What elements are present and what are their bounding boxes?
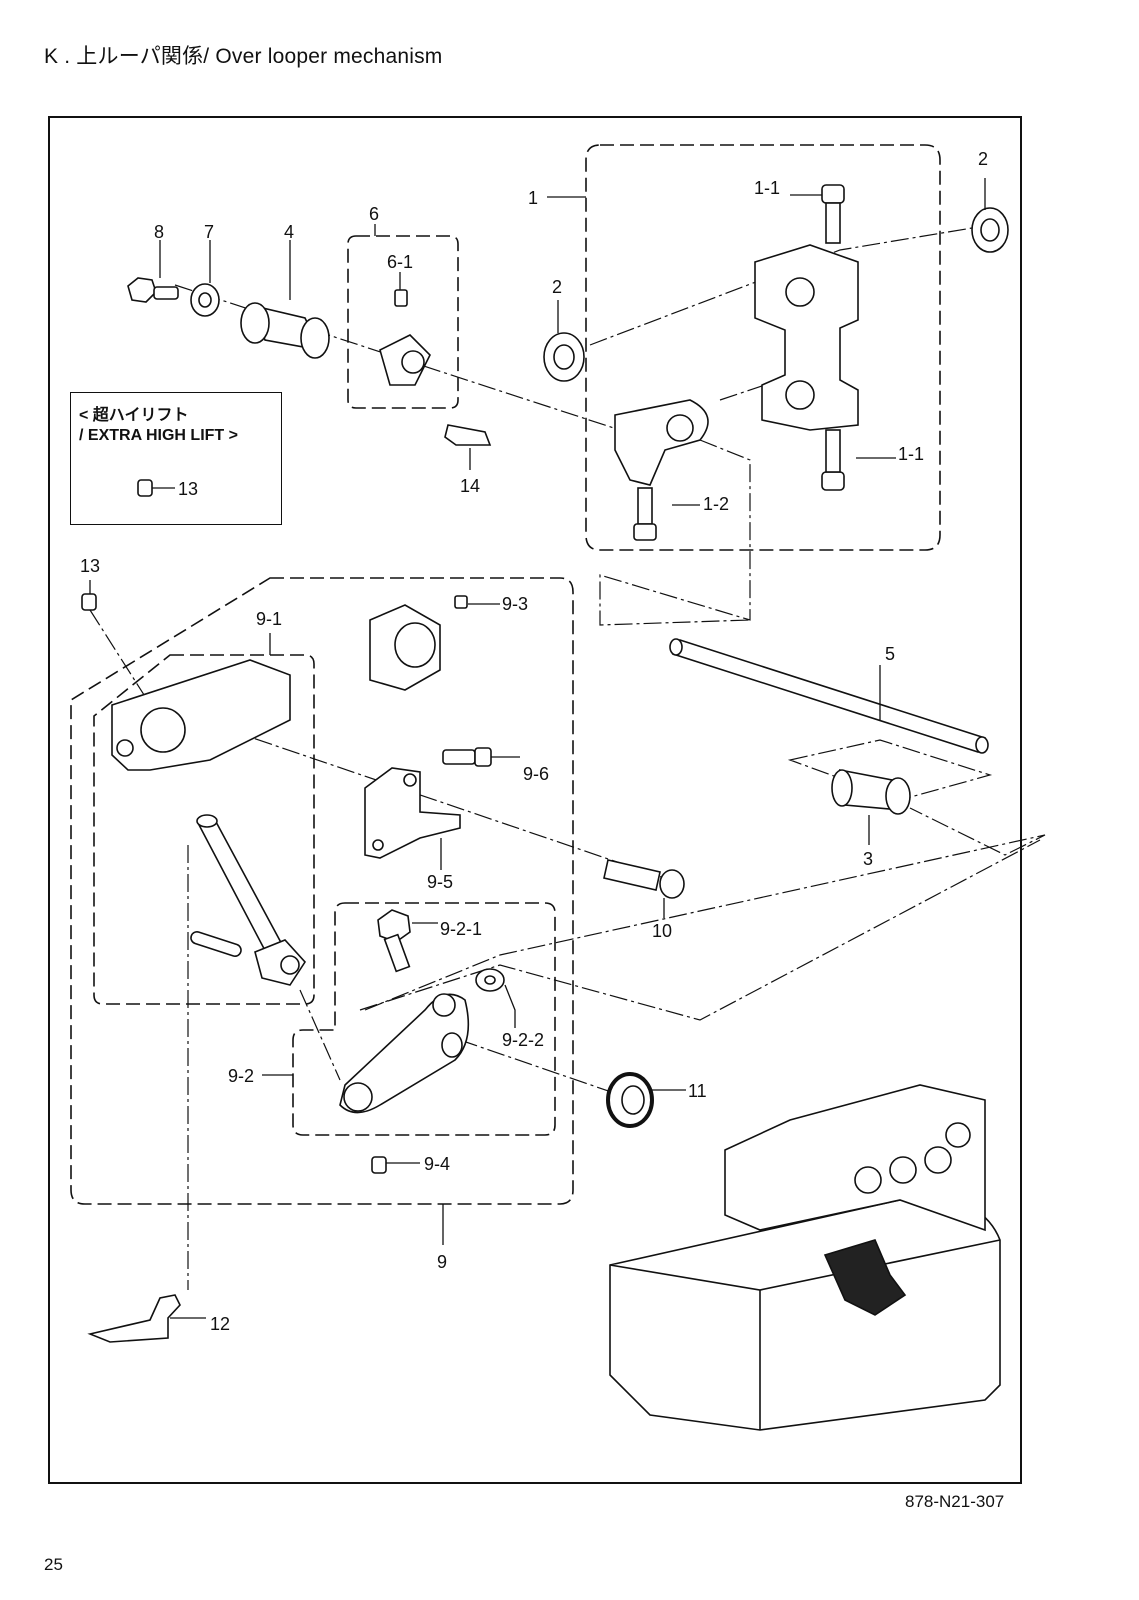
callout-2-right: 2: [978, 149, 988, 169]
callout-2-left: 2: [552, 277, 562, 297]
part-1-bracket: [754, 244, 859, 431]
part-9-3-setscrew: [454, 595, 468, 609]
diagram-frame: [48, 116, 1022, 1484]
page-title: K . 上ルーパ関係/ Over looper mechanism: [44, 45, 443, 68]
group-9-2-boundary: [292, 902, 556, 1136]
axis-line-plane3: [787, 739, 993, 801]
machine-upper-body: [724, 1084, 986, 1232]
part-5-rod: [671, 639, 987, 753]
part-10-screw: [603, 859, 661, 891]
part-8-bolt: [127, 277, 157, 303]
part-1-1-screw-top: [821, 184, 845, 204]
callout-1-1-top: 1-1: [754, 178, 780, 198]
callout-3: 3: [863, 849, 873, 869]
axis-line-upper: [589, 224, 991, 346]
part-14-pin: [444, 424, 492, 446]
part-9-4-setscrew: [371, 1156, 387, 1174]
callout-7: 7: [204, 222, 214, 242]
callout-9-3: 9-3: [502, 594, 528, 614]
callout-9-6: 9-6: [523, 764, 549, 784]
part-9-5-plate: [364, 767, 461, 859]
callout-11: 11: [688, 1081, 707, 1101]
axis-line-9-2: [364, 807, 1046, 1011]
callout-4: 4: [284, 222, 294, 242]
part-link-pin: [190, 931, 242, 957]
axis-line-13: [89, 609, 161, 721]
part-13-screw-left: [81, 593, 97, 611]
callout-1-1-bottom: 1-1: [898, 444, 924, 464]
part-9-1-arm: [111, 659, 291, 771]
callout-9-4: 9-4: [424, 1154, 450, 1174]
axis-line-9-2-floor: [359, 839, 1041, 1021]
part-1-1-screw-bottom: [821, 471, 845, 491]
group-1-boundary: [585, 144, 941, 551]
variant-callout-13: 13: [178, 479, 198, 499]
machine-outline: [609, 1197, 1001, 1431]
extra-high-lift-variant-box: < 超ハイリフト / EXTRA HIGH LIFT > 13: [70, 392, 282, 525]
callout-14: 14: [460, 476, 480, 496]
callout-8: 8: [154, 222, 164, 242]
group-6-boundary: [347, 235, 459, 409]
callout-6-1: 6-1: [387, 252, 413, 272]
callout-5: 5: [885, 644, 895, 664]
part-12-looper: [87, 1294, 181, 1343]
callout-9: 9: [437, 1252, 447, 1272]
document-code: 878-N21-307: [905, 1492, 1005, 1511]
callout-12: 12: [210, 1314, 230, 1334]
axis-line-link: [299, 989, 341, 1081]
callout-9-1: 9-1: [256, 609, 282, 629]
part-6-1-setscrew: [394, 289, 408, 307]
variant-title-japanese: < 超ハイリフト: [79, 407, 189, 424]
variant-title-english: / EXTRA HIGH LIFT >: [79, 427, 238, 444]
callout-6: 6: [369, 204, 379, 224]
callout-13-left: 13: [80, 556, 100, 576]
callout-1-2: 1-2: [703, 494, 729, 514]
part-9-6-screw: [442, 749, 476, 765]
group-9-boundary: [70, 577, 574, 1205]
callout-9-5: 9-5: [427, 872, 453, 892]
axis-line-9-5: [199, 719, 671, 881]
part-1-2-holder: [614, 399, 709, 486]
variant-setscrew-icon: [137, 479, 153, 497]
machine-highlight: [823, 1239, 907, 1316]
callout-10: 10: [652, 921, 672, 941]
callout-1: 1: [528, 188, 538, 208]
callout-9-2-2: 9-2-2: [502, 1030, 544, 1050]
page-number: 25: [44, 1555, 63, 1574]
variant-part-drawing: 13: [137, 479, 198, 499]
axis-line-9-2-low: [459, 1039, 621, 1096]
part-1-2-screw: [637, 487, 653, 525]
callout-9-2-1: 9-2-1: [440, 919, 482, 939]
part-9-2-1-bolt: [377, 909, 411, 943]
group-9-1-boundary: [93, 654, 315, 1005]
callout-9-2: 9-2: [228, 1066, 254, 1086]
axis-line-rod: [599, 439, 751, 626]
